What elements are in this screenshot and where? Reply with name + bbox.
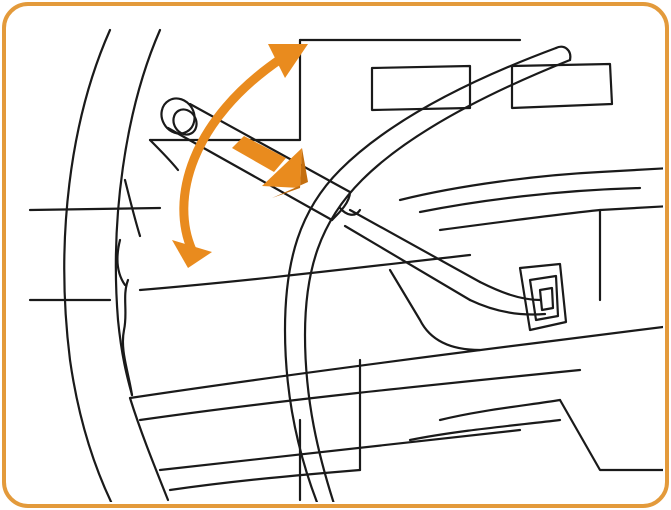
frame-border	[4, 4, 667, 506]
